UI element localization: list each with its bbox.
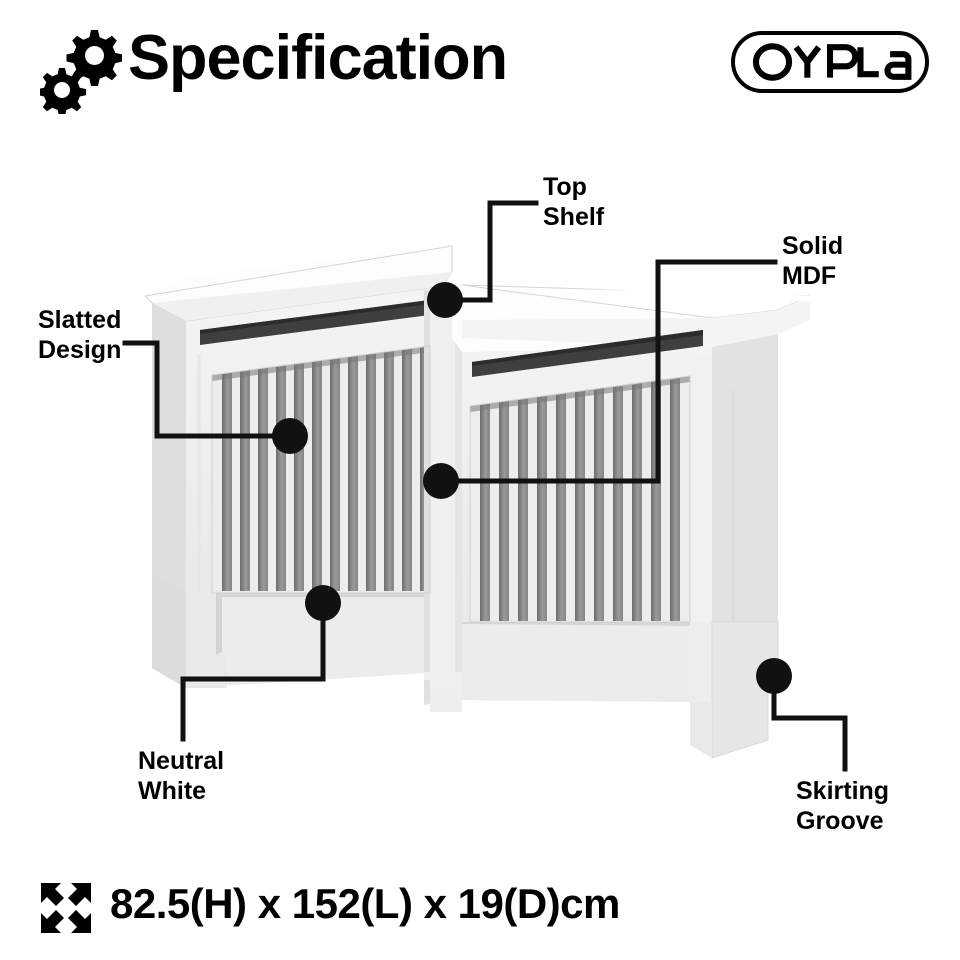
page-header: Specification (0, 0, 960, 130)
gears-icon (37, 28, 123, 117)
callout-label-neutral-white: Neutral White (138, 747, 225, 805)
expand-arrows-icon (38, 880, 94, 936)
callout-label-skirting-groove: Skirting Groove (796, 777, 890, 835)
callout-label-top-shelf: Top Shelf (543, 173, 605, 231)
oypla-logo (731, 31, 929, 93)
callout-label-slatted-design: Slatted Design (38, 306, 122, 364)
page-footer: 82.5(H) x 152(L) x 19(D)cm (0, 862, 960, 960)
page-title: Specification (128, 23, 508, 93)
dimensions-text: 82.5(H) x 152(L) x 19(D)cm (110, 880, 620, 927)
callout-label-solid-mdf: Solid MDF (782, 232, 844, 290)
